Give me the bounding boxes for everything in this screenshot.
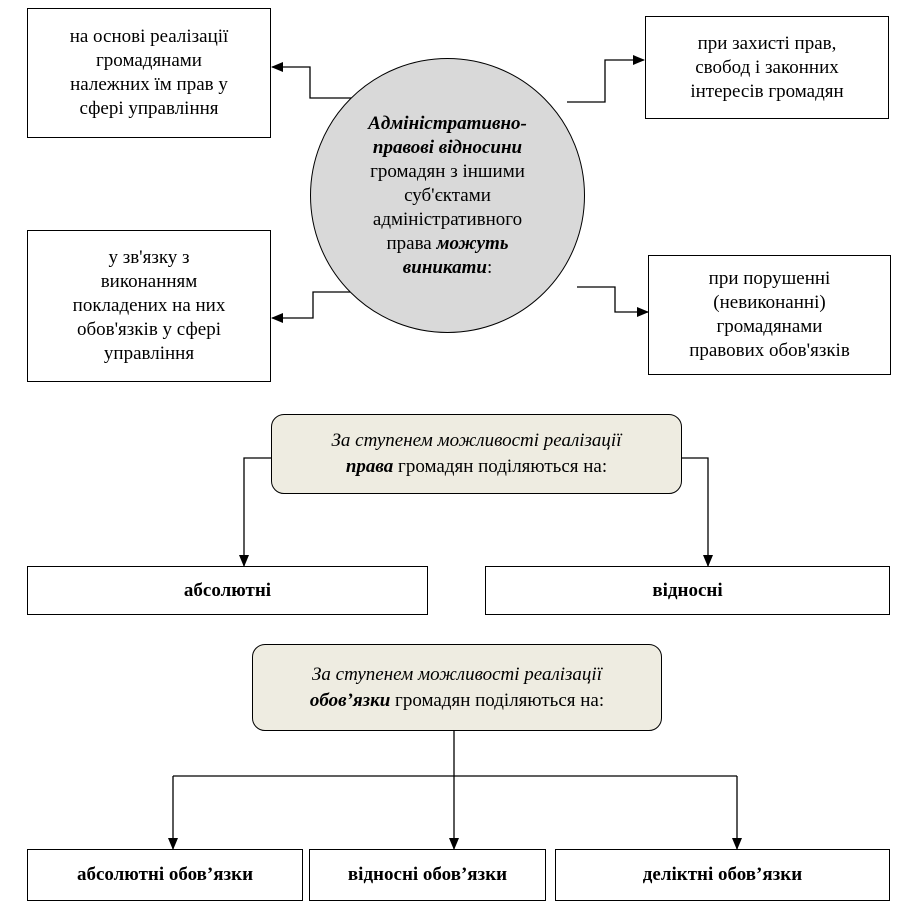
duties-relative-box: відносні обов’язки — [309, 849, 546, 901]
origin-top-left-box: на основі реалізації громадянами належни… — [27, 8, 271, 138]
origin-top-right-box: при захисті прав, свобод і законних інте… — [645, 16, 889, 119]
arrow-to-rights-absolute — [239, 457, 271, 567]
origin-bottom-left-box: у зв'язку з виконанням покладених на них… — [27, 230, 271, 382]
arrow-to-top-left — [271, 62, 367, 99]
central-circle: Адміністративно- правові відносини грома… — [310, 58, 585, 333]
duties-absolute-box: абсолютні обов’язки — [27, 849, 303, 901]
arrow-to-rights-relative — [682, 457, 713, 567]
rights-relative-box: відносні — [485, 566, 890, 615]
rights-classification-box: За ступенем можливості реалізації права … — [271, 414, 682, 494]
arrow-to-bottom-left — [271, 291, 350, 323]
arrow-to-bottom-right — [577, 286, 649, 317]
duties-delict-box: деліктні обов’язки — [555, 849, 890, 901]
origin-bottom-right-box: при порушенні (невиконанні) громадянами … — [648, 255, 891, 375]
duties-classification-box: За ступенем можливості реалізації обов’я… — [252, 644, 662, 731]
rights-absolute-box: абсолютні — [27, 566, 428, 615]
arrow-to-top-right — [567, 55, 645, 103]
